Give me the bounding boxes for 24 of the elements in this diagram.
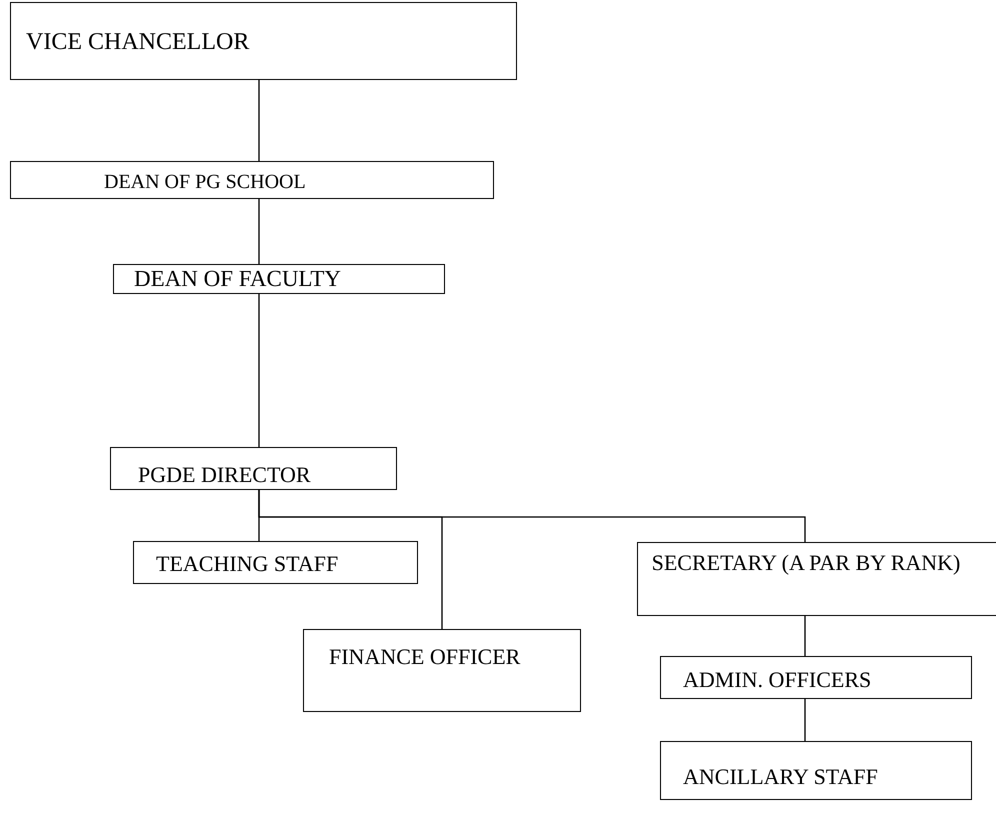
- role-label: DEAN OF PG SCHOOL: [104, 171, 306, 194]
- connector-line: [258, 490, 806, 542]
- role-label: SECRETARY (A PAR BY RANK): [650, 549, 962, 577]
- role-label: VICE CHANCELLOR: [26, 29, 250, 56]
- role-label: TEACHING STAFF: [156, 551, 338, 577]
- org-box: [303, 629, 581, 712]
- connector-line: [258, 199, 260, 264]
- org-box: [660, 656, 972, 699]
- role-label: ADMIN. OFFICERS: [683, 667, 872, 693]
- role-label: ANCILLARY STAFF: [683, 764, 878, 790]
- org-box: [10, 161, 494, 199]
- org-box: [133, 541, 418, 584]
- role-label: PGDE DIRECTOR: [138, 462, 311, 488]
- org-box: [113, 264, 445, 294]
- org-box: [110, 447, 397, 490]
- connector-line: [258, 80, 260, 161]
- role-label: DEAN OF FACULTY: [134, 266, 342, 292]
- org-box: [637, 542, 996, 616]
- connector-line: [804, 699, 806, 741]
- org-box: [660, 741, 972, 800]
- org-box: [10, 2, 517, 80]
- connector-line: [258, 294, 260, 447]
- connector-line: [804, 616, 806, 656]
- role-label: FINANCE OFFICER: [329, 644, 520, 670]
